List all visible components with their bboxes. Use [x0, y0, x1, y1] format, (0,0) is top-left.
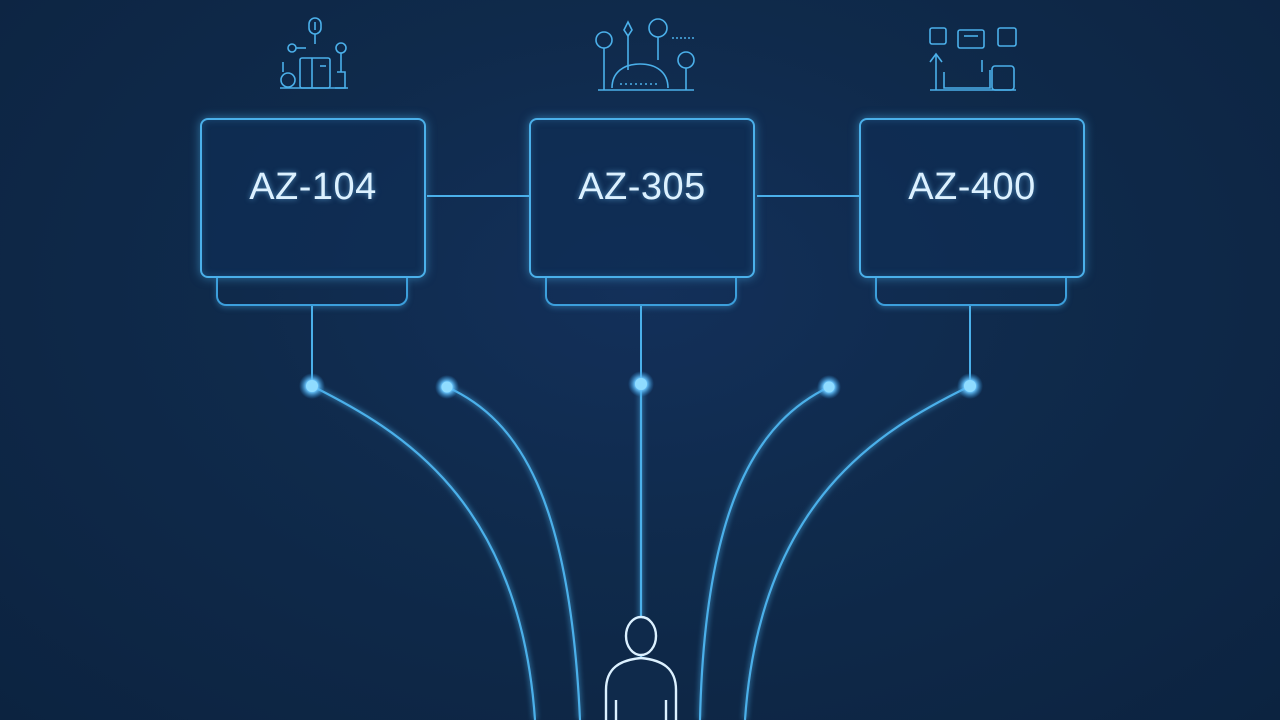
cert-node-az104: AZ-104 [200, 118, 426, 278]
az305-icon-group [596, 14, 696, 94]
cert-node-az305: AZ-305 [529, 118, 755, 278]
cert-base-az400 [875, 278, 1067, 306]
devops-pipeline-icon-cluster [929, 27, 1017, 91]
cert-base-az104 [216, 278, 408, 306]
cert-base-az305 [545, 278, 737, 306]
az104-icon-group [278, 14, 350, 94]
admin-tools-icon-cluster [280, 17, 348, 89]
cert-label-az305: AZ-305 [578, 166, 706, 208]
cert-node-az400: AZ-400 [859, 118, 1085, 278]
cert-label-az400: AZ-400 [908, 166, 1036, 208]
career-paths [311, 384, 971, 720]
cert-label-az104: AZ-104 [249, 166, 377, 208]
path-1 [311, 385, 537, 720]
path-4 [698, 386, 830, 720]
person-silhouette-icon [604, 615, 678, 720]
path-nodes [299, 371, 983, 399]
path-5 [743, 385, 971, 720]
path-2 [446, 385, 582, 720]
az400-icon-group [928, 14, 1018, 94]
architecture-cloud-icon-cluster [595, 18, 696, 91]
